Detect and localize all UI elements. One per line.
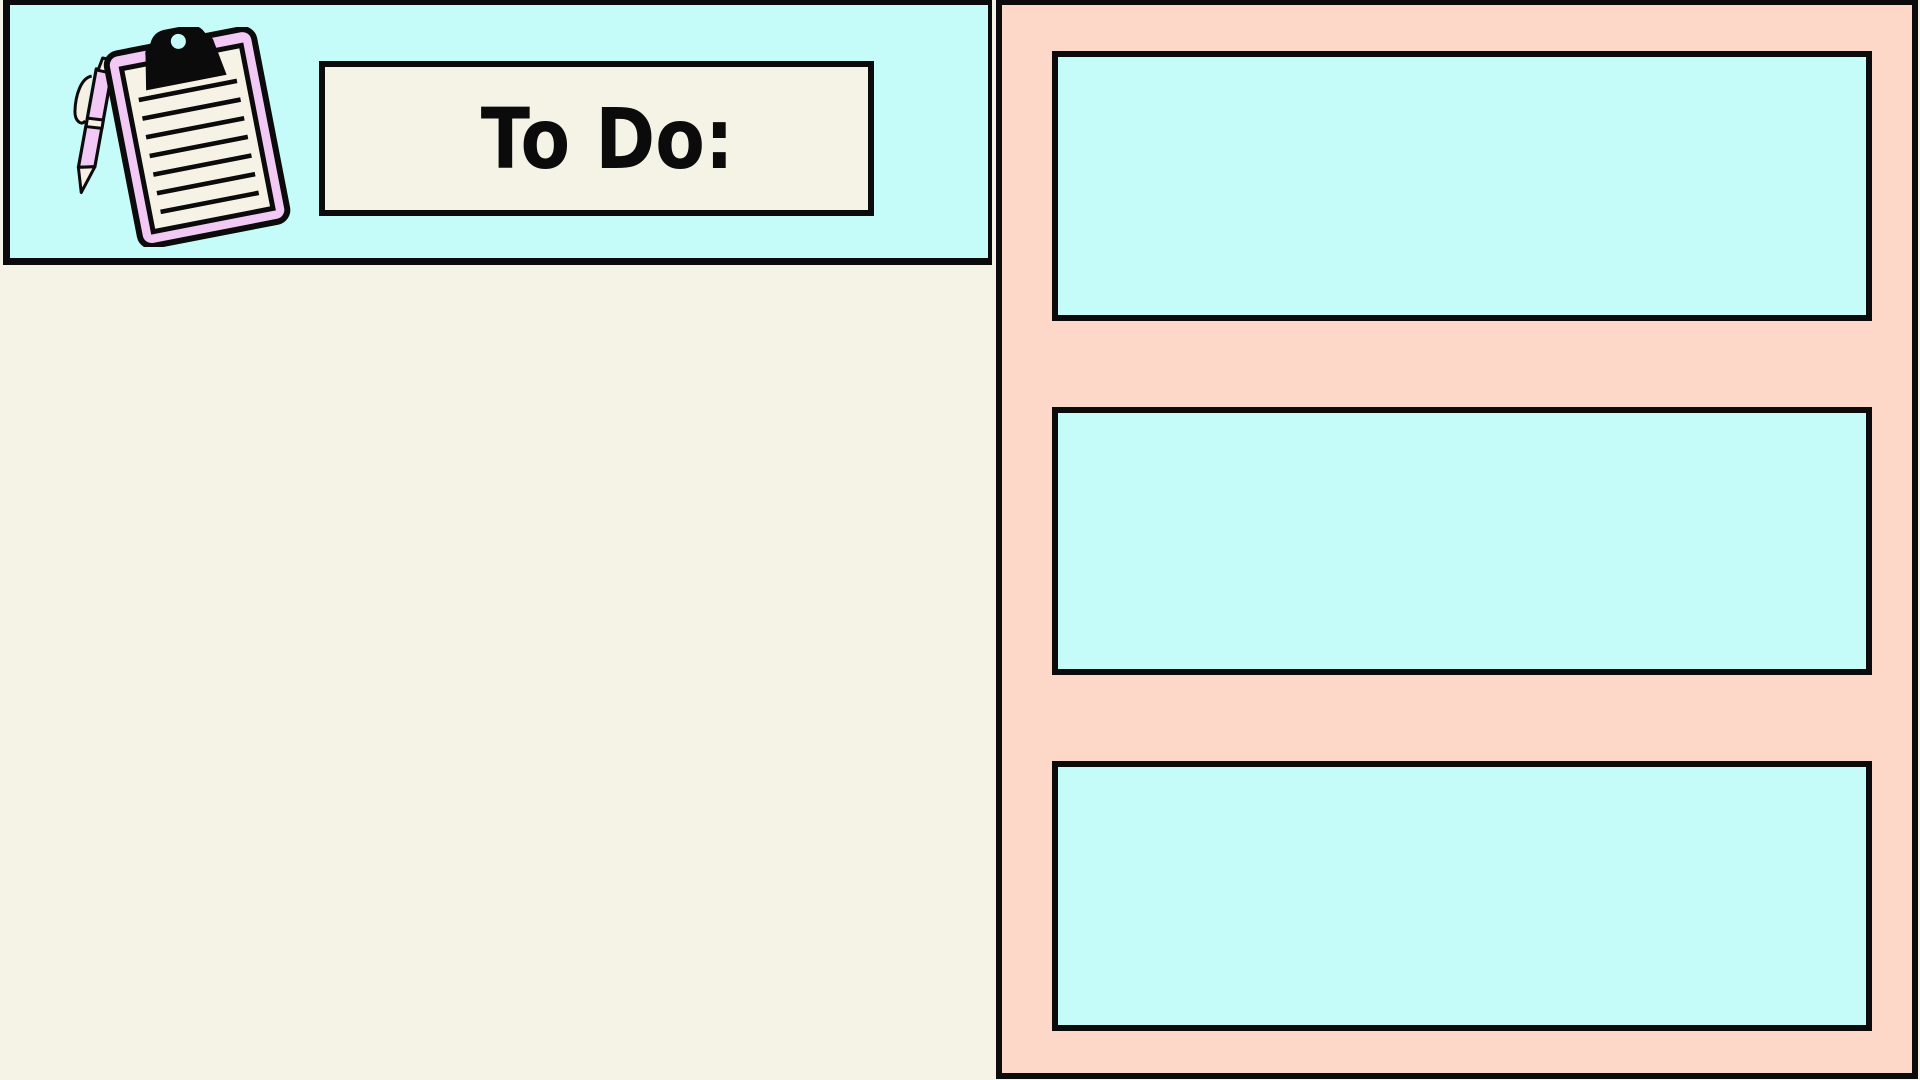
page-title: To Do: (481, 89, 735, 188)
left-column: To Do: (0, 0, 992, 1080)
page-title-box: To Do: (319, 61, 874, 216)
header-bar: To Do: (3, 0, 992, 265)
task-list-panel (996, 0, 1918, 1079)
clipboard-with-pen-illustration (50, 25, 300, 250)
task-slot[interactable] (1052, 407, 1872, 675)
task-slot[interactable] (1052, 51, 1872, 321)
clipboard-icon (103, 25, 291, 250)
task-slot[interactable] (1052, 761, 1872, 1031)
clipboard-ruled-lines (138, 78, 260, 215)
notes-area[interactable] (0, 265, 992, 1080)
clipboard-clip-icon (145, 25, 227, 91)
